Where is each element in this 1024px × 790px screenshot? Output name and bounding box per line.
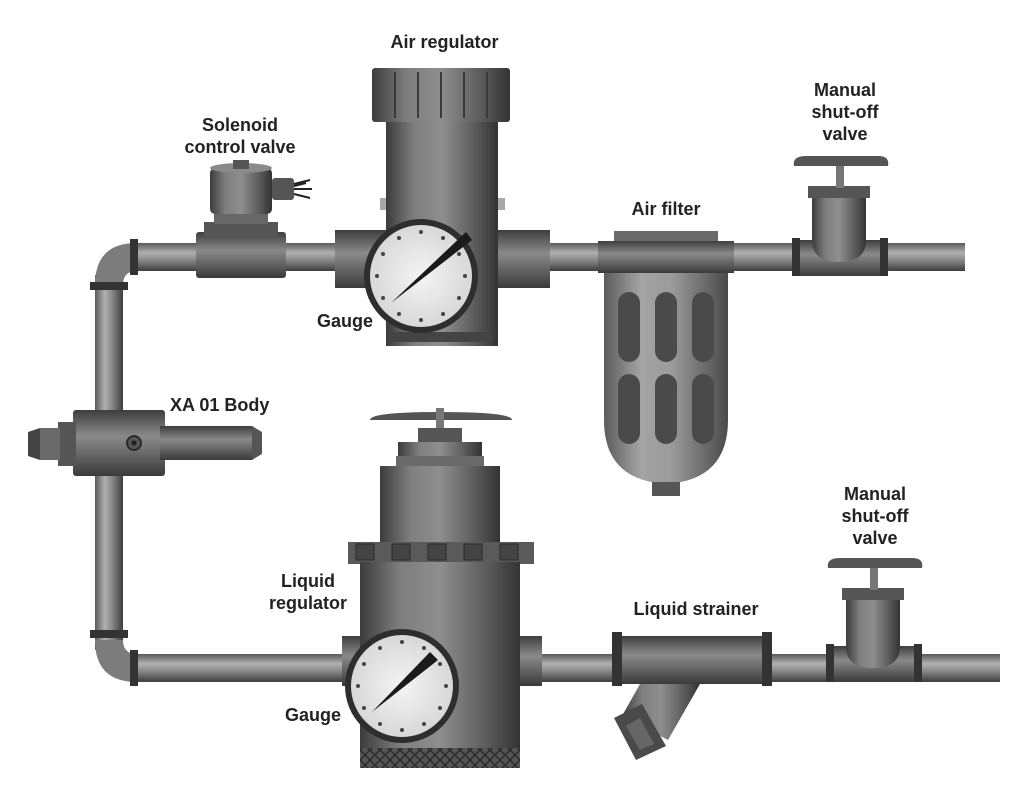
liquid-regulator [342, 408, 542, 768]
label-solenoid-line1: Solenoid [202, 115, 278, 135]
label-manual-top-line3: valve [822, 124, 868, 144]
label-liquid-regulator-line2: regulator [268, 593, 347, 613]
manual-shutoff-valve-top [792, 156, 889, 276]
label-manual-shutoff-valve-bottom: Manual shut-off valve [820, 483, 930, 549]
air-filter [598, 231, 734, 496]
solenoid-control-valve [196, 160, 312, 278]
gauge-needle-icon [372, 652, 438, 712]
label-air-filter: Air filter [631, 199, 701, 219]
label-manual-bottom-line1: Manual [843, 484, 906, 504]
label-liquid-regulator-line1: Liquid [281, 571, 335, 591]
label-liquid-strainer: Liquid strainer [633, 599, 759, 619]
xa-01-body [28, 410, 262, 476]
label-gauge-top: Gauge [316, 311, 373, 331]
pipe-flanges [90, 239, 138, 686]
label-solenoid-line2: control valve [184, 137, 296, 157]
label-liquid-regulator: Liquid regulator [258, 570, 358, 614]
manual-shutoff-valve-bottom [826, 558, 923, 682]
liquid-strainer [612, 632, 772, 760]
valve-handwheel-icon [827, 558, 923, 568]
label-manual-shutoff-valve-top: Manual shut-off valve [790, 79, 900, 145]
gauge-needle-icon [391, 232, 472, 303]
label-gauge-bottom: Gauge [284, 705, 341, 725]
label-xa-01-body: XA 01 Body [170, 395, 270, 415]
label-solenoid-control-valve: Solenoid control valve [170, 114, 310, 158]
air-regulator [335, 68, 550, 346]
label-manual-bottom-line3: valve [852, 528, 898, 548]
label-manual-top-line1: Manual [813, 80, 876, 100]
label-air-regulator: Air regulator [390, 32, 499, 52]
label-manual-top-line2: shut-off [811, 102, 879, 122]
label-manual-bottom-line2: shut-off [841, 506, 909, 526]
valve-handwheel-icon [793, 156, 889, 166]
